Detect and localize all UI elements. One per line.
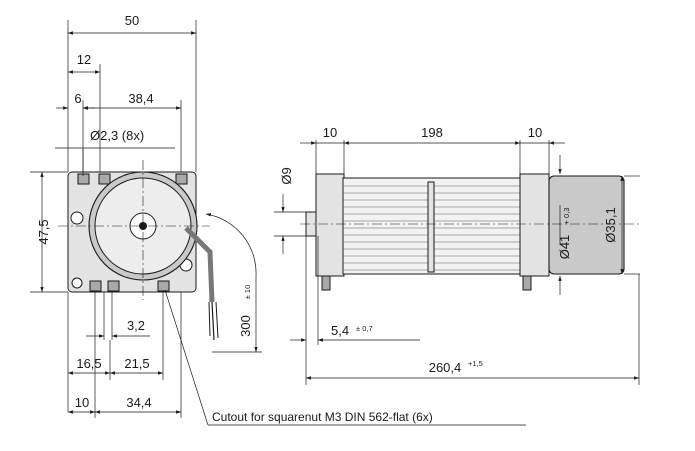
dim-total-length: 260,4 <box>429 360 462 375</box>
squarenut-cutouts-top <box>77 173 188 185</box>
end-plate-left <box>315 173 345 277</box>
mount-foot <box>522 275 532 291</box>
corner-hole <box>71 277 83 289</box>
mount-foot <box>321 275 331 291</box>
dim-198: 198 <box>421 125 443 140</box>
dim-cable-length: 300 <box>238 315 253 337</box>
dim-shaft-diameter: Ø9 <box>279 167 294 184</box>
end-plate-right <box>519 173 550 277</box>
dim-6: 6 <box>74 91 81 106</box>
dim-35-1: Ø35,1 <box>603 207 618 242</box>
dim-5-4: 5,4 <box>331 323 349 338</box>
dim-total-tolerance: +1,5 <box>468 359 483 368</box>
squarenut-cutouts-bottom <box>89 280 170 292</box>
dim-side-10-left: 10 <box>323 125 337 140</box>
dim-10: 10 <box>75 395 89 410</box>
dim-overall-width: 50 <box>125 13 139 28</box>
dim-41-tolerance: + 0,3 <box>562 208 571 225</box>
dim-cable-tolerance: ± 10 <box>243 285 252 300</box>
dim-21-5: 21,5 <box>124 356 149 371</box>
cutout-note: Cutout for squarenut M3 DIN 562-flat (6x… <box>212 410 433 424</box>
dim-12: 12 <box>77 52 91 67</box>
dim-41: Ø41 <box>557 235 572 260</box>
front-view: 50 12 6 38,4 Ø2,3 (8x) 47,5 3,2 <box>30 13 526 426</box>
motor-can <box>548 175 625 275</box>
dim-side-10-right: 10 <box>528 125 542 140</box>
dim-16-5: 16,5 <box>76 356 101 371</box>
mid-bearing <box>427 181 435 273</box>
dim-38-4: 38,4 <box>128 91 153 106</box>
side-view: 10 198 10 Ø9 Ø41 + 0,3 Ø35,1 5,4 ± 0,7 2… <box>274 125 640 385</box>
dim-3-2: 3,2 <box>127 318 145 333</box>
dim-hole-diameter: Ø2,3 (8x) <box>90 128 144 143</box>
dim-34-4: 34,4 <box>126 395 151 410</box>
dim-5-4-tolerance: ± 0,7 <box>356 324 373 333</box>
corner-hole <box>70 211 84 225</box>
dim-height: 47,5 <box>36 219 51 244</box>
